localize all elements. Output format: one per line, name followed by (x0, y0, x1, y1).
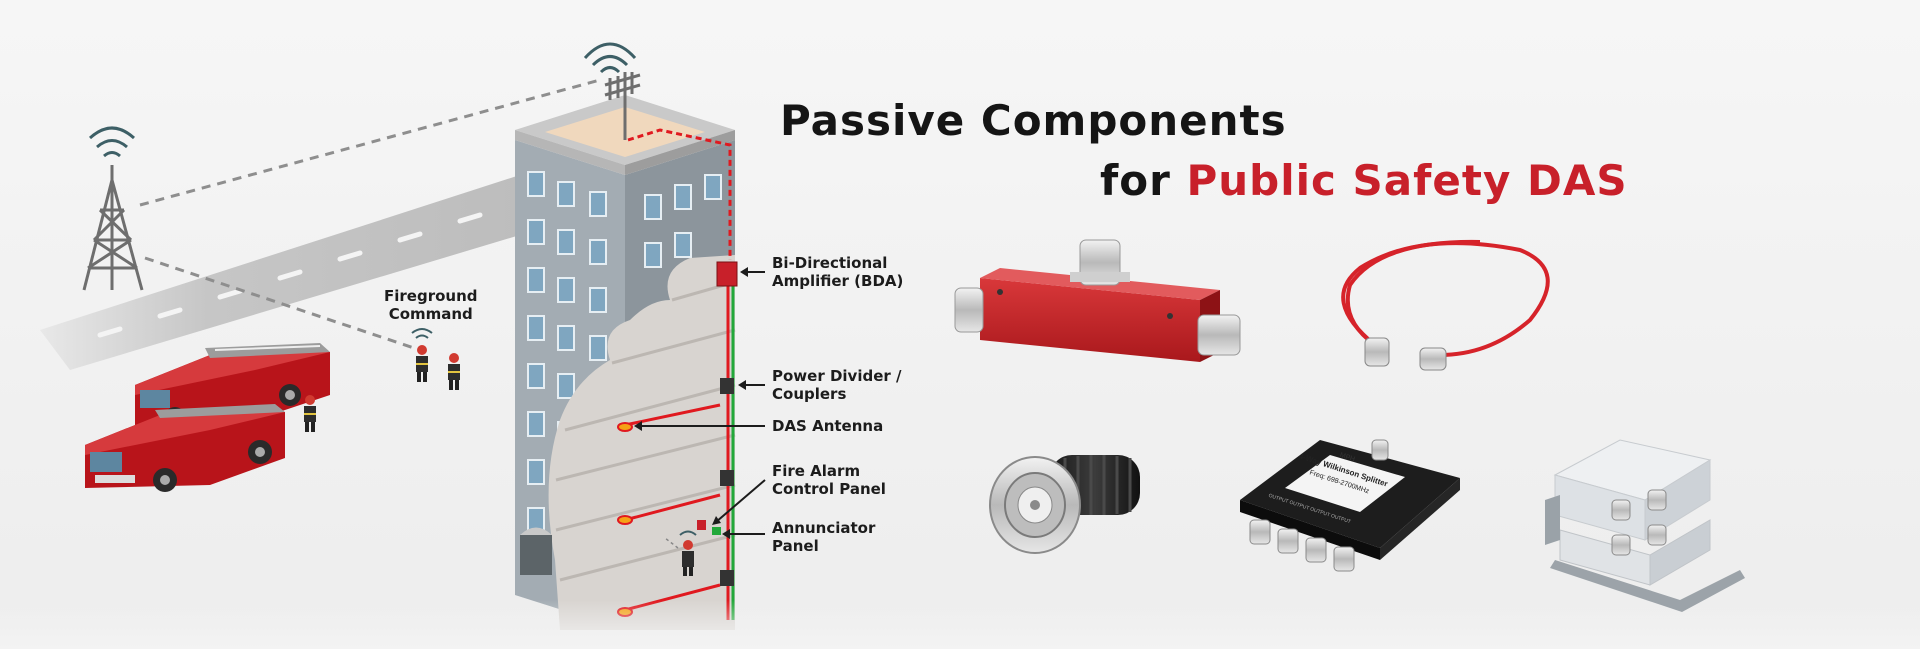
subtitle-accent: Public Safety DAS (1186, 156, 1628, 205)
indoor-firefighter (664, 530, 697, 576)
label-das-antenna: DAS Antenna (772, 417, 884, 435)
label-power-divider: Power Divider / Couplers (772, 367, 902, 403)
fire-alarm-panel-device (697, 520, 706, 530)
svg-text:MPH: MPH (1339, 452, 1356, 463)
fire-truck-front (85, 404, 285, 492)
coaxial-cable-assembly-icon (1341, 239, 1550, 371)
directional-coupler-icon (954, 239, 1241, 362)
fire-alarm-coupler-device (720, 470, 734, 486)
label-bda: Bi-Directional Amplifier (BDA) (772, 254, 904, 290)
power-divider-device (720, 378, 734, 394)
signal-links (139, 78, 601, 352)
building-cutaway (548, 255, 735, 630)
label-fireground-command: Fireground Command (384, 287, 478, 323)
building (515, 42, 736, 630)
page-title: Passive Components (780, 96, 1287, 145)
fire-truck-rear (135, 343, 330, 429)
donor-tower-icon (82, 126, 144, 291)
label-fire-alarm-panel: Fire Alarm Control Panel (772, 462, 886, 498)
rooftop-antenna-icon (583, 42, 641, 140)
das-cabling (624, 280, 735, 620)
label-annunciator-panel: Annunciator Panel (772, 519, 876, 555)
subtitle-prefix: for (1100, 156, 1187, 205)
bda-device (716, 261, 738, 287)
page-subtitle: for Public Safety DAS (1100, 156, 1628, 205)
annunciator-panel-device (712, 527, 721, 535)
wilkinson-splitter-icon (1240, 439, 1460, 572)
hybrid-coupler-enclosure-icon (1545, 439, 1745, 612)
road (40, 175, 520, 370)
lower-coupler-device (720, 570, 734, 586)
callout-arrows (634, 267, 766, 539)
rf-termination-load-icon (989, 455, 1140, 554)
firefighter-figures (304, 328, 460, 432)
